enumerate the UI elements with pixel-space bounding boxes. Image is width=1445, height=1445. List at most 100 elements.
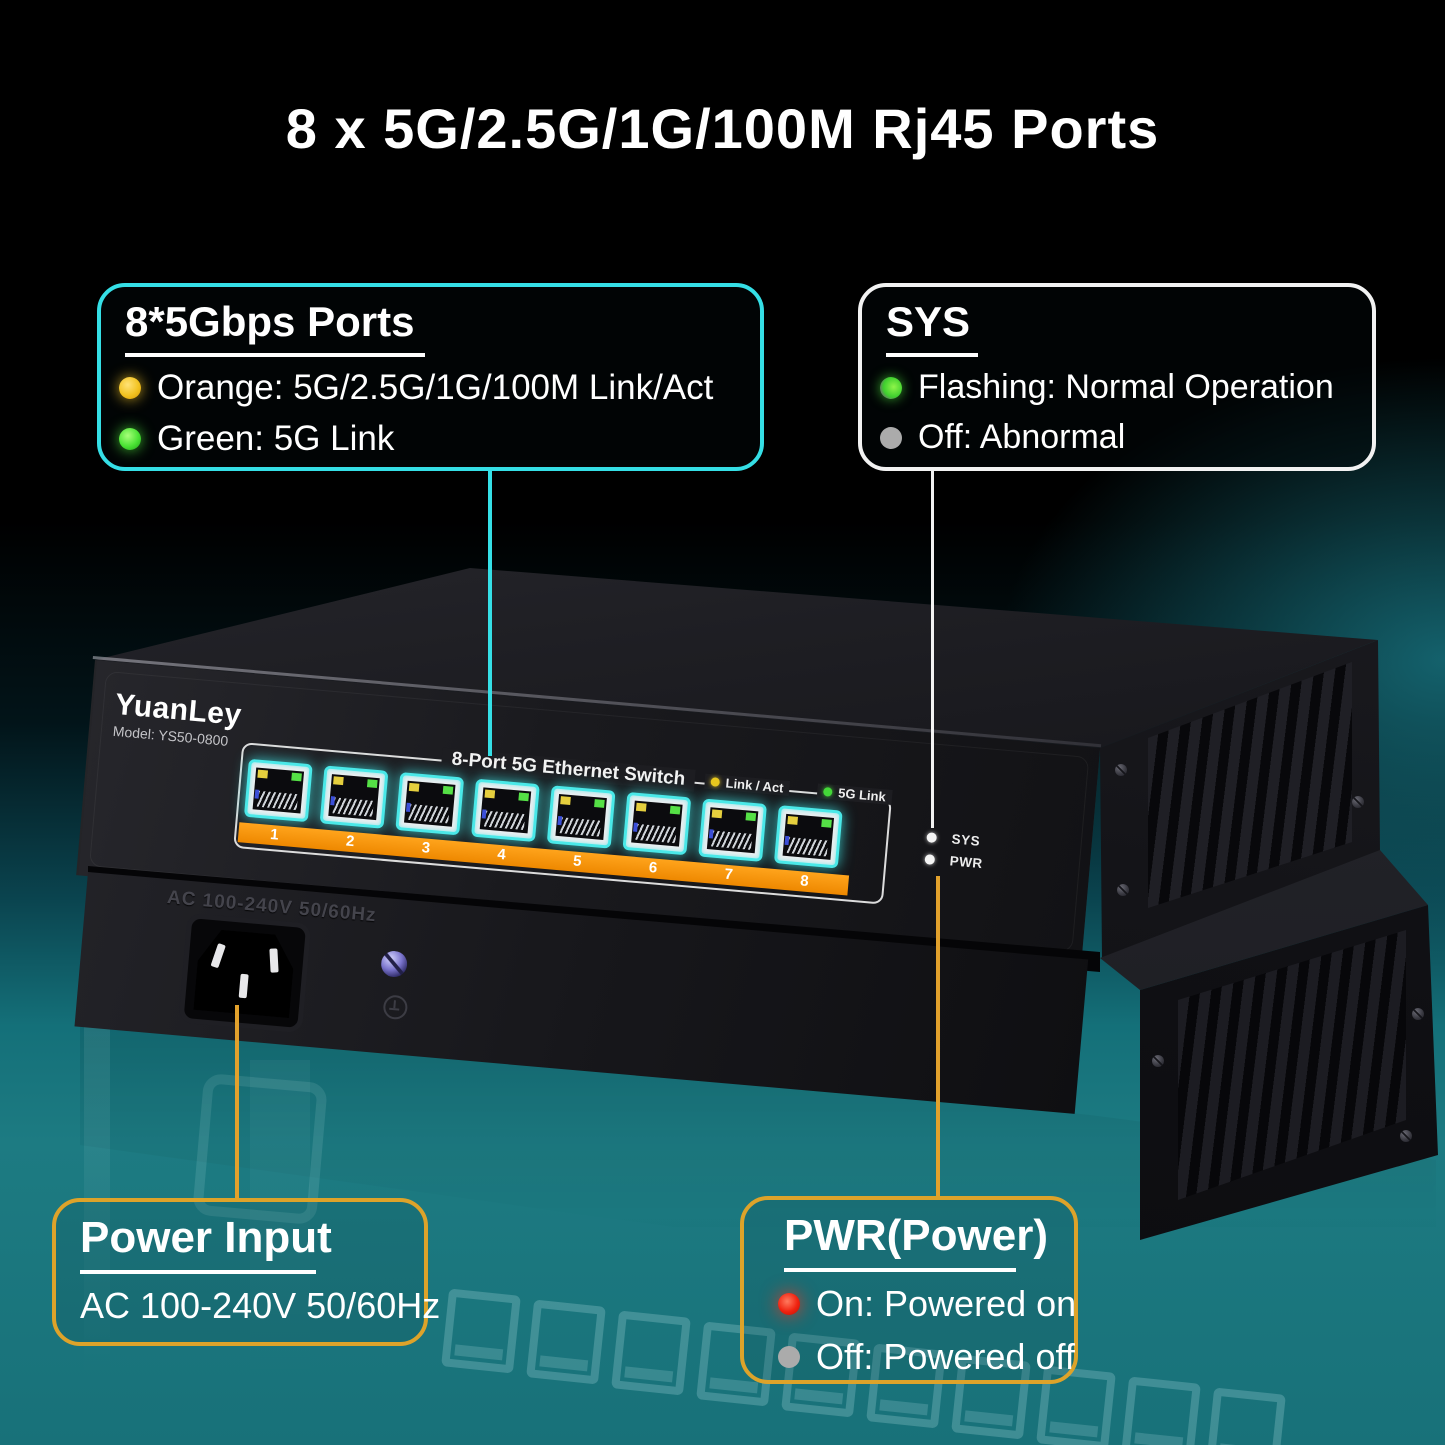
- panel-screw: [1352, 796, 1364, 808]
- callout-bullet: Off: Powered off: [778, 1336, 1075, 1378]
- port-number: 1: [269, 825, 280, 844]
- legend-5g-link: 5G Link: [816, 783, 893, 805]
- callout-line-ports: [488, 468, 492, 756]
- rj45-jack: [706, 807, 759, 854]
- rj45-port: [698, 798, 767, 862]
- port-tab: [481, 809, 487, 819]
- rj45-jack: [479, 787, 532, 834]
- panel-screw: [1400, 1130, 1412, 1142]
- port-number: 5: [572, 852, 583, 871]
- bullet-label: Off: Abnormal: [918, 418, 1126, 457]
- callout-bullet: Orange: 5G/2.5G/1G/100M Link/Act: [119, 368, 760, 408]
- port-pins: [711, 830, 753, 850]
- port-number: 4: [496, 845, 507, 864]
- rj45-port: [243, 758, 313, 823]
- port-led-yellow: [560, 796, 571, 805]
- reflection-port: [441, 1288, 521, 1374]
- reflection-port: [611, 1310, 691, 1396]
- port-led-yellow: [333, 776, 344, 786]
- port-led-green: [442, 785, 454, 795]
- rj45-port: [622, 791, 692, 856]
- port-tab: [708, 829, 714, 839]
- callout-bullet: On: Powered on: [778, 1283, 1076, 1325]
- port-led-green: [745, 812, 757, 822]
- rj45-port: [395, 772, 465, 836]
- callout-pwr-heading: PWR(Power): [784, 1211, 1048, 1260]
- brand-block: YuanLey Model: YS50-0800: [112, 688, 243, 749]
- rj45-jack: [328, 774, 380, 821]
- rj45-jack: [252, 767, 305, 814]
- port-led-green: [821, 818, 832, 828]
- inlet-prong: [269, 948, 278, 972]
- rj45-port: [773, 805, 843, 869]
- rj45-port: [319, 765, 389, 829]
- panel-screw: [1412, 1008, 1424, 1020]
- port-led-green: [518, 792, 530, 802]
- heading-underline: [125, 353, 425, 358]
- panel-screw: [1117, 884, 1129, 896]
- pwr-led-row: PWR: [924, 851, 983, 871]
- ac-inlet-socket: [193, 928, 296, 1018]
- rj45-jack: [782, 813, 835, 860]
- orange-led-icon: [119, 377, 141, 400]
- callout-line-power-input: [235, 1005, 239, 1198]
- rj45-port: [546, 785, 616, 849]
- port-pins: [483, 810, 526, 831]
- port-led-green: [669, 805, 681, 815]
- panel-screw: [1115, 764, 1127, 776]
- grounding-screw: [380, 949, 409, 979]
- port-led-yellow: [635, 802, 647, 812]
- port-led-yellow: [787, 815, 799, 825]
- port-pins: [408, 803, 450, 824]
- reflection-port: [1121, 1376, 1201, 1445]
- reflection-port: [526, 1299, 606, 1385]
- port-led-green: [366, 779, 378, 789]
- callout-line-pwr: [936, 876, 940, 1198]
- pwr-led-icon: [924, 853, 936, 865]
- yellow-led-icon: [710, 777, 721, 787]
- green-led-icon: [119, 428, 141, 451]
- port-tab: [633, 822, 638, 832]
- heading-underline: [784, 1268, 1016, 1273]
- port-led-yellow: [408, 782, 420, 792]
- callout-bullet: Off: Abnormal: [880, 418, 1372, 457]
- port-led-green: [594, 799, 605, 808]
- rj45-port: [471, 778, 540, 843]
- callout-bullet: Green: 5G Link: [119, 419, 760, 459]
- port-tab: [405, 802, 411, 813]
- bullet-label: Off: Powered off: [816, 1336, 1075, 1378]
- rj45-jack: [404, 780, 456, 827]
- inlet-prong: [239, 974, 249, 999]
- legend-label: 5G Link: [837, 785, 887, 805]
- ground-symbol-icon: [382, 994, 409, 1021]
- sys-led-row: SYS: [926, 829, 981, 849]
- callout-ports-heading: 8*5Gbps Ports: [125, 298, 415, 345]
- port-number: 3: [420, 839, 431, 857]
- port-number: 8: [799, 872, 810, 891]
- callout-bullet: Flashing: Normal Operation: [880, 368, 1372, 407]
- port-tab: [330, 796, 336, 806]
- callout-power-input: Power Input AC 100-240V 50/60Hz: [52, 1198, 440, 1346]
- port-pins: [786, 837, 829, 857]
- port-number: 7: [723, 865, 734, 884]
- panel-screw: [1152, 1055, 1164, 1067]
- bullet-label: Flashing: Normal Operation: [918, 368, 1334, 407]
- green-led-icon: [822, 786, 833, 797]
- callout-power-input-heading: Power Input: [80, 1213, 332, 1262]
- rj45-jack: [631, 800, 683, 847]
- ports-frame: 8-Port 5G Ethernet Switch Link / Act 5G …: [233, 742, 893, 905]
- rj45-jack: [555, 793, 607, 840]
- port-pins: [256, 790, 299, 811]
- port-number: 6: [648, 859, 658, 877]
- reflection-port: [1206, 1387, 1286, 1445]
- port-pins: [332, 797, 374, 817]
- port-tab: [557, 815, 563, 826]
- power-rating-text: AC 100-240V 50/60Hz: [80, 1285, 441, 1327]
- gray-led-icon: [778, 1346, 800, 1369]
- port-led-yellow: [484, 789, 496, 799]
- green-flashing-led-icon: [880, 376, 902, 399]
- pwr-led-label: PWR: [949, 853, 984, 872]
- legend-label: Link / Act: [725, 775, 785, 796]
- port-pins: [559, 817, 601, 837]
